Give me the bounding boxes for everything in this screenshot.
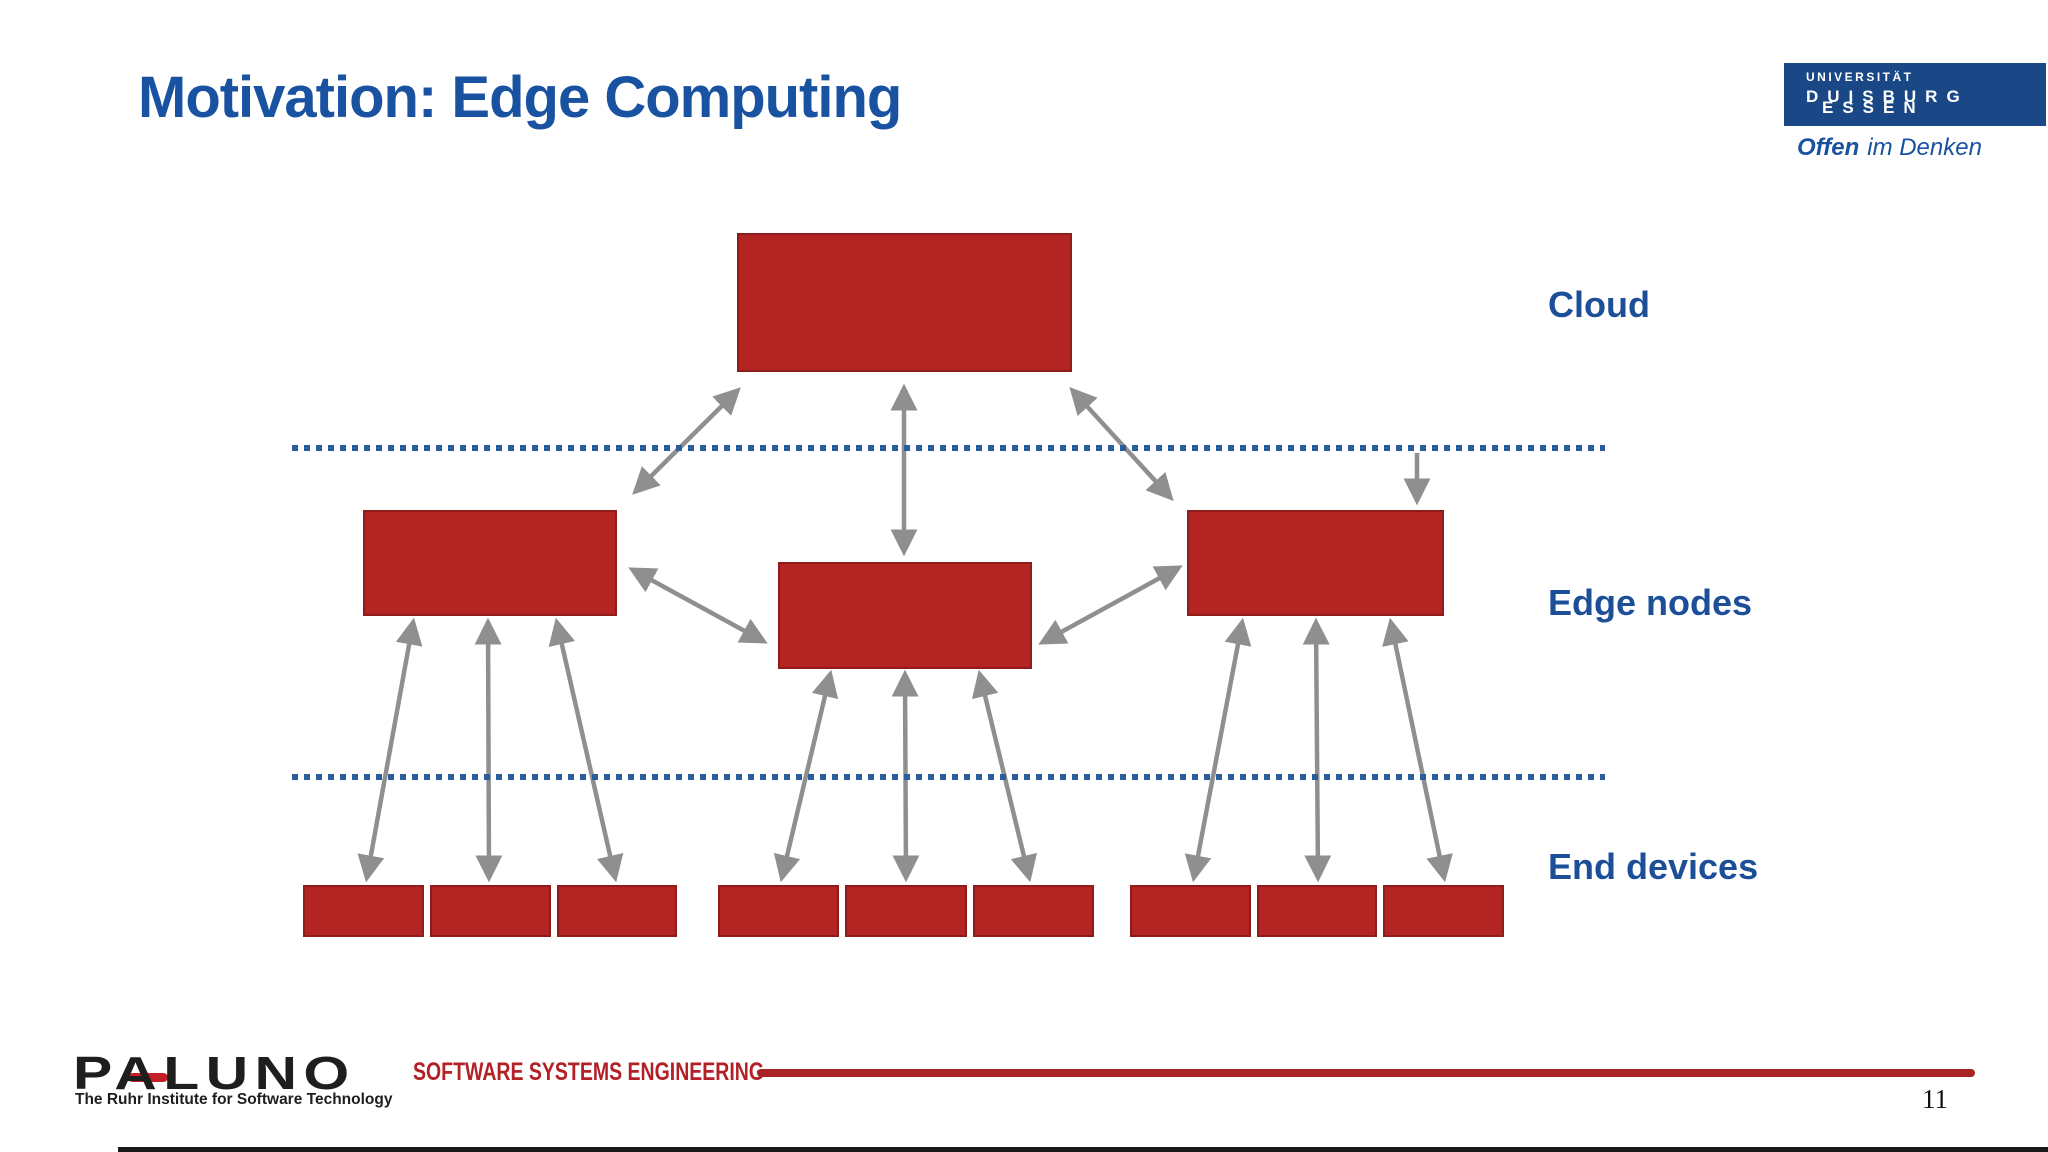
university-motto: Offen im Denken [1797,134,1982,162]
university-logo-line3: ESSEN [1822,98,1925,117]
university-logo-line2: DUISBURG [1806,87,1969,106]
arrow [1069,387,1174,501]
arrow [474,617,503,883]
university-motto-rest: im Denken [1867,134,1982,161]
page-number: 11 [1922,1084,1948,1114]
page-title: Motivation: Edge Computing [138,65,902,130]
arrow [548,617,624,883]
edge-nodes-label: Edge nodes [1548,582,1753,623]
edge-node-left [363,510,617,616]
cloud-edge-boundary [292,445,1605,451]
edge-node-mid [778,562,1032,669]
cloud-label: Cloud [1548,284,1650,325]
department-label: SOFTWARE SYSTEMS ENGINEERING [413,1058,765,1086]
end-devices-label: End devices [1548,846,1759,887]
footer-divider-line [757,1069,1975,1077]
arrow [632,387,741,495]
arrow [357,617,423,883]
arrow [1382,617,1453,883]
arrow [1302,617,1332,883]
end-device-box [430,885,551,937]
university-logo: UNIVERSITÄT DUISBURG ESSEN [1784,63,2046,126]
end-device-box [557,885,677,937]
paluno-logo: PALUNO [73,1047,356,1099]
end-device-box [973,885,1094,937]
edge-node-right [1187,510,1444,616]
university-motto-bold: Offen [1797,134,1860,161]
end-device-box [1383,885,1504,937]
paluno-logo-red-dash [128,1073,168,1082]
arrow [1184,617,1252,883]
bottom-edge-bar [118,1147,2048,1152]
end-device-box [1257,885,1377,937]
edge-end-boundary [292,774,1605,780]
paluno-tagline: The Ruhr Institute for Software Technolo… [75,1091,393,1108]
cloud-node [737,233,1072,372]
end-device-box [845,885,967,937]
arrow [628,567,768,644]
arrow [1038,565,1183,645]
end-device-box [1130,885,1251,937]
university-logo-line1: UNIVERSITÄT [1806,70,1914,84]
end-device-box [303,885,424,937]
end-device-box [718,885,839,937]
